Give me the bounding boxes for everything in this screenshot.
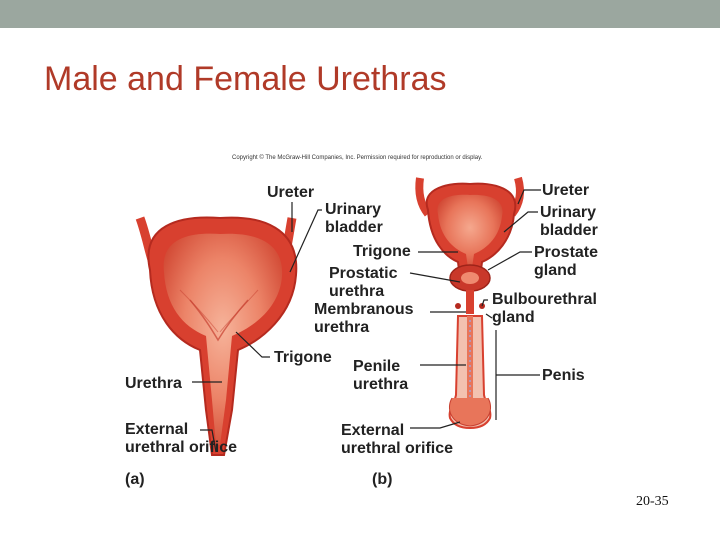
panel-label-b: (b) — [372, 471, 393, 488]
male-label-prostatic-line2: urethra — [329, 283, 385, 300]
male-label-bulbourethral-line2: gland — [492, 309, 535, 326]
male-label-external-line2: urethral orifice — [341, 440, 454, 457]
female-label-external-line1: External — [125, 421, 189, 438]
male-label-trigone: Trigone — [353, 243, 411, 260]
male-label-prostate-line1: Prostate — [534, 244, 599, 261]
male-label-prostate-line2: gland — [534, 262, 577, 279]
male-label-membranous-line2: urethra — [314, 319, 370, 336]
female-label-urinary-line2: bladder — [325, 219, 383, 236]
male-label-penile-line2: urethra — [353, 376, 409, 393]
female-label-ureter: Ureter — [267, 184, 315, 201]
male-label-bulbourethral-gland: Bulbourethral gland — [492, 291, 597, 327]
male-label-urinary-line2: bladder — [540, 222, 598, 239]
female-label-external-line2: urethral orifice — [125, 439, 238, 456]
slide-title: Male and Female Urethras — [44, 60, 447, 98]
female-label-urethra: Urethra — [125, 375, 182, 392]
female-label-urinary-bladder: Urinary bladder — [325, 201, 383, 237]
male-label-membranous-line1: Membranous — [314, 301, 414, 318]
male-label-prostate-gland: Prostate gland — [534, 244, 598, 280]
male-leader-lines — [409, 189, 541, 429]
female-label-external-orifice: External urethral orifice — [125, 421, 237, 457]
female-bladder-drawing — [135, 216, 298, 456]
male-label-penile-urethra: Penile urethra — [353, 358, 408, 394]
female-label-urinary-line1: Urinary — [325, 201, 382, 218]
male-label-prostatic-line1: Prostatic — [329, 265, 398, 282]
male-label-external-orifice: External urethral orifice — [341, 422, 453, 458]
top-bar — [0, 0, 720, 28]
male-label-urinary-line1: Urinary — [540, 204, 597, 221]
male-label-prostatic-urethra: Prostatic urethra — [329, 265, 397, 301]
male-label-penis: Penis — [542, 367, 585, 384]
male-label-external-line1: External — [341, 422, 405, 439]
panel-label-a: (a) — [125, 471, 145, 488]
slide-number: 20-35 — [636, 494, 669, 509]
female-label-trigone: Trigone — [274, 349, 332, 366]
male-label-bulbourethral-line1: Bulbourethral — [492, 291, 597, 308]
female-leader-lines — [192, 202, 322, 453]
male-label-urinary-bladder: Urinary bladder — [540, 204, 598, 240]
male-bladder-drawing — [415, 176, 524, 430]
male-label-ureter: Ureter — [542, 182, 590, 199]
male-label-penile-line1: Penile — [353, 358, 401, 375]
copyright-notice: Copyright © The McGraw-Hill Companies, I… — [232, 155, 483, 161]
male-label-membranous-urethra: Membranous urethra — [314, 301, 414, 337]
